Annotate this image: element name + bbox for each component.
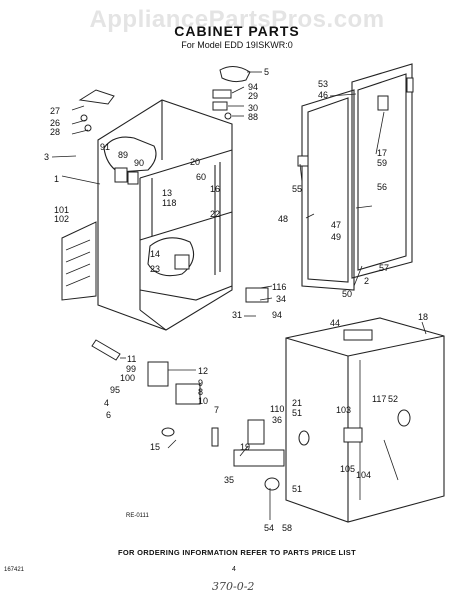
cabinet-drawing	[51, 63, 445, 523]
callout-part-103: 103	[336, 405, 351, 415]
callout-part-12: 12	[198, 366, 208, 376]
callout-part-55: 55	[292, 184, 302, 194]
callout-part-16: 16	[210, 184, 220, 194]
handwritten-note: 370-0-2	[212, 580, 255, 593]
callout-part-90: 90	[134, 158, 144, 168]
callout-part-6: 6	[106, 410, 111, 420]
callout-part-94: 94	[272, 310, 282, 320]
callout-part-58: 58	[282, 523, 292, 533]
watermark: AppliancePartsPros.com	[89, 6, 385, 33]
callout-part-28: 28	[50, 127, 60, 137]
callout-part-7: 7	[214, 405, 219, 415]
callout-part-4: 4	[104, 398, 109, 408]
callout-part-100: 100	[120, 373, 135, 383]
callout-part-99: 99	[126, 364, 136, 374]
callout-part-36: 36	[272, 415, 282, 425]
callout-part-53: 53	[318, 79, 328, 89]
callout-part-116: 116	[272, 282, 286, 292]
callout-part-23: 23	[150, 264, 160, 274]
callout-part-44: 44	[330, 318, 340, 328]
callout-part-15: 15	[150, 442, 160, 452]
callout-part-51: 51	[292, 484, 302, 494]
callout-part-48: 48	[278, 214, 288, 224]
callout-part-101: 101	[54, 205, 69, 215]
ordering-info-footer: FOR ORDERING INFORMATION REFER TO PARTS …	[118, 548, 356, 557]
callout-part-105: 105	[340, 464, 355, 474]
callout-part-27: 27	[50, 106, 60, 116]
callout-part-60: 60	[196, 172, 206, 182]
callout-part-10: 10	[198, 396, 208, 406]
callout-part-34: 34	[276, 294, 286, 304]
callout-part-2: 2	[364, 276, 369, 286]
callout-part-57: 57	[379, 263, 389, 273]
callout-part-88: 88	[248, 112, 258, 122]
callout-part-104: 104	[356, 470, 371, 480]
callout-part-51: 51	[292, 408, 302, 418]
callout-part-5: 5	[264, 67, 269, 77]
callout-part-46: 46	[318, 90, 328, 100]
callout-part-52: 52	[388, 394, 398, 404]
callout-part-9: 9	[198, 378, 203, 388]
callout-part-18: 18	[418, 312, 428, 322]
callout-part-14: 14	[150, 249, 160, 259]
diagram-title: CABINET PARTS	[174, 23, 300, 39]
diagram-subtitle: For Model EDD 19ISKWR:0	[181, 40, 293, 50]
callout-part-118: 118	[162, 198, 176, 208]
callout-part-30: 30	[248, 103, 258, 113]
callout-part-35: 35	[224, 475, 234, 485]
callout-part-50: 50	[342, 289, 352, 299]
callout-part-1: 1	[54, 174, 59, 184]
callout-part-3: 3	[44, 152, 49, 162]
page-code: 167421	[4, 567, 25, 573]
reference-code: RE-0111	[126, 513, 149, 519]
callout-part-26: 26	[50, 118, 60, 128]
page-number: 4	[232, 566, 236, 573]
callout-part-89: 89	[118, 150, 128, 160]
callout-part-29: 29	[248, 91, 258, 101]
callout-part-31: 31	[232, 310, 242, 320]
callout-part-8: 8	[198, 387, 203, 397]
callout-part-11: 11	[127, 354, 136, 364]
callout-part-56: 56	[377, 182, 387, 192]
callout-part-94: 94	[248, 82, 258, 92]
callout-part-59: 59	[377, 158, 387, 168]
callout-part-110: 110	[270, 404, 284, 414]
callout-part-102: 102	[54, 214, 69, 224]
callout-part-54: 54	[264, 523, 274, 533]
callout-part-49: 49	[331, 232, 341, 242]
callout-part-13: 13	[162, 188, 172, 198]
callout-part-95: 95	[110, 385, 120, 395]
callout-part-91: 91	[100, 142, 110, 152]
callout-part-20: 20	[190, 157, 200, 167]
callout-part-47: 47	[331, 220, 341, 230]
callout-part-117: 117	[372, 394, 386, 404]
callout-part-17: 17	[377, 148, 387, 158]
callout-part-19: 19	[240, 442, 250, 452]
callout-part-21: 21	[292, 398, 302, 408]
callout-part-22: 22	[210, 209, 220, 219]
